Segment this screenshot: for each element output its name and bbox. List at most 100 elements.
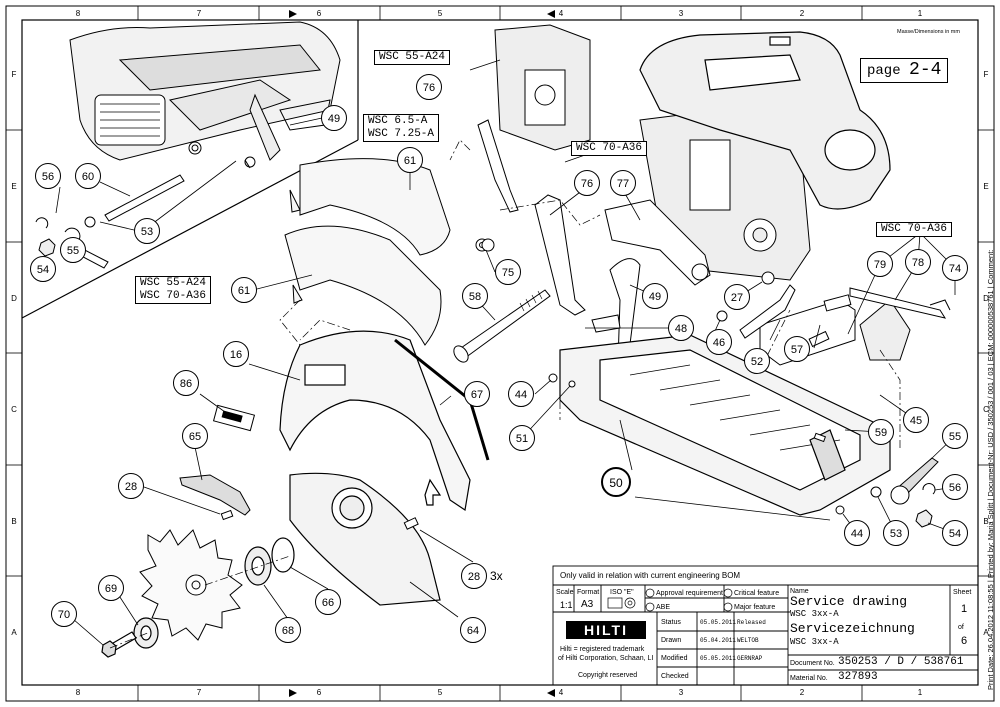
- callout-56-right: 56: [942, 474, 968, 500]
- grid-col-5: 5: [437, 9, 443, 18]
- grid-col-2-bottom: 2: [799, 688, 805, 697]
- tb-title-en: Service drawing: [790, 594, 908, 609]
- grid-col-2: 2: [799, 9, 805, 18]
- callout-44-right: 44: [844, 520, 870, 546]
- callout-66: 66: [315, 589, 341, 615]
- callout-60: 60: [75, 163, 101, 189]
- tb-doc-value: 350253 / D / 538761: [838, 656, 964, 668]
- grid-row-a-right: A: [983, 628, 989, 637]
- callout-55-right: 55: [942, 423, 968, 449]
- tb-of-label: of: [958, 624, 964, 631]
- tb-status-date: 05.05.2011: [700, 619, 737, 626]
- model-label-wsc65: WSC 6.5-A: [368, 115, 428, 127]
- callout-27: 27: [724, 284, 750, 310]
- quantity-note-3x: 3x: [490, 569, 503, 583]
- callout-76-right: 76: [574, 170, 600, 196]
- callout-56-left: 56: [35, 163, 61, 189]
- callout-86: 86: [173, 370, 199, 396]
- callout-52: 52: [744, 348, 770, 374]
- tb-modified-label: Modified: [661, 655, 688, 662]
- model-label-wsc70-a36-left: WSC 70-A36: [140, 290, 207, 302]
- grid-row-a: A: [11, 628, 17, 637]
- tb-modified-date: 05.05.2011: [700, 655, 737, 662]
- dimensions-note: Masse/Dimensions in mm: [897, 29, 960, 35]
- callout-75: 75: [495, 259, 521, 285]
- grid-col-6-bottom: 6: [316, 688, 322, 697]
- tb-critical: Critical feature: [734, 590, 780, 597]
- callout-78: 78: [905, 249, 931, 275]
- callout-51: 51: [509, 425, 535, 451]
- tb-copyright: Copyright reserved: [578, 672, 638, 679]
- tb-scale-label: Scale: [556, 589, 574, 596]
- callout-59: 59: [868, 419, 894, 445]
- tb-title-de: Servicezeichnung: [790, 621, 915, 636]
- tb-drawn-label: Drawn: [661, 637, 682, 644]
- grid-row-b: B: [11, 517, 17, 526]
- callout-55-left: 55: [60, 237, 86, 263]
- grid-row-c-right: C: [983, 405, 989, 414]
- tb-sheet-label: Sheet: [953, 589, 972, 596]
- grid-col-7-bottom: 7: [196, 688, 202, 697]
- callout-61-lower: 61: [231, 277, 257, 303]
- callout-57: 57: [784, 336, 810, 362]
- grid-row-e-right: E: [983, 182, 989, 191]
- tb-status-value: Released: [737, 619, 766, 626]
- callout-45: 45: [903, 407, 929, 433]
- tb-scale-value: 1:1: [560, 600, 573, 610]
- callout-58: 58: [462, 283, 488, 309]
- grid-col-5-bottom: 5: [437, 688, 443, 697]
- tb-trademark-1: Hilti = registered trademark: [560, 646, 645, 653]
- grid-row-d: D: [11, 294, 17, 303]
- callout-49-right: 49: [642, 283, 668, 309]
- callout-49-top: 49: [321, 105, 347, 131]
- callout-53-right: 53: [883, 520, 909, 546]
- grid-col-8: 8: [75, 9, 81, 18]
- grid-row-d-right: D: [983, 294, 989, 303]
- tb-sheet-value: 1: [961, 603, 968, 615]
- model-label-wsc70-a36-right: WSC 70-A36: [876, 222, 953, 237]
- tb-format-label: Format: [577, 589, 600, 596]
- tb-title-en-model: WSC 3xx-A: [790, 609, 839, 619]
- page-reference: page 2-4: [860, 58, 949, 83]
- tb-validity-note: Only valid in relation with current engi…: [560, 571, 741, 580]
- callout-61-upper: 61: [397, 147, 423, 173]
- grid-row-f: F: [11, 70, 17, 79]
- callout-50: 50: [601, 467, 631, 497]
- tb-approval: Approval requirement: [656, 590, 723, 597]
- grid-col-4: 4: [558, 9, 564, 18]
- tb-format-value: A3: [581, 599, 594, 610]
- grid-row-b-right: B: [983, 517, 989, 526]
- tb-name-label: Name: [790, 588, 809, 595]
- callout-54-right: 54: [942, 520, 968, 546]
- grid-col-3: 3: [678, 9, 684, 18]
- callout-28-left: 28: [118, 473, 144, 499]
- callout-64: 64: [460, 617, 486, 643]
- callout-76-left: 76: [416, 74, 442, 100]
- tb-major: Major feature: [734, 604, 776, 611]
- tb-iso-label: ISO "E": [610, 589, 634, 596]
- model-label-wsc55-a24-left: WSC 55-A24: [140, 277, 207, 289]
- grid-col-3-bottom: 3: [678, 688, 684, 697]
- callout-48: 48: [668, 315, 694, 341]
- callout-16: 16: [223, 341, 249, 367]
- model-label-wsc55-a24-top: WSC 55-A24: [374, 50, 451, 65]
- model-label-wsc725: WSC 7.25-A: [368, 128, 435, 140]
- tb-drawn-value: WELTOB: [737, 637, 759, 644]
- tb-drawn-date: 05.04.2011: [700, 637, 737, 644]
- callout-68: 68: [275, 617, 301, 643]
- model-label-wsc65-wsc725: WSC 6.5-A WSC 7.25-A: [363, 114, 440, 142]
- tb-modified-value: GERNRAP: [737, 655, 763, 662]
- callout-79: 79: [867, 251, 893, 277]
- model-label-wsc70-a36-mid: WSC 70-A36: [571, 141, 648, 156]
- grid-row-f-right: F: [983, 70, 989, 79]
- tb-mat-label: Material No.: [790, 675, 828, 682]
- grid-col-1-bottom: 1: [917, 688, 923, 697]
- callout-28-right: 28: [461, 563, 487, 589]
- callout-53-left: 53: [134, 218, 160, 244]
- print-info-sidebar: Print Date: 26.04.2012 11:08:55 | Printe…: [986, 249, 995, 690]
- callout-70: 70: [51, 601, 77, 627]
- grid-col-8-bottom: 8: [75, 688, 81, 697]
- grid-row-e: E: [11, 182, 17, 191]
